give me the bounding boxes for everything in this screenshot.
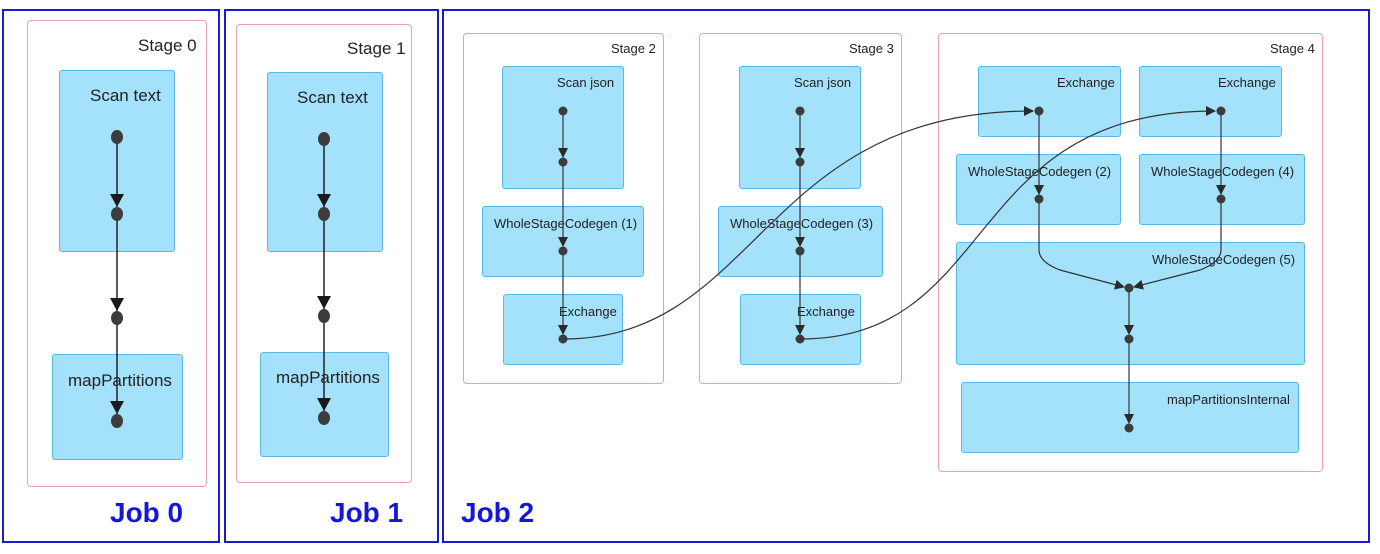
op-label: Exchange (797, 304, 855, 319)
op-label: Scan json (557, 75, 615, 90)
op-label: Exchange (1218, 75, 1276, 90)
stage-4-label: Stage 4 (1270, 41, 1315, 56)
op-label: WholeStageCodegen (4) (1151, 164, 1295, 179)
job-2-label: Job 2 (461, 497, 535, 528)
stage-1-label: Stage 1 (347, 39, 406, 58)
op-scan-json-2[interactable]: Scan json (502, 66, 624, 189)
job-2-box (442, 9, 1370, 543)
op-whole-stage-codegen-3[interactable]: WholeStageCodegen (3) (718, 206, 883, 277)
stage-3-label: Stage 3 (849, 41, 894, 56)
stage-0-box (27, 20, 207, 487)
op-whole-stage-codegen-4[interactable]: WholeStageCodegen (4) (1139, 154, 1305, 225)
op-scan-text-1[interactable]: Scan text (267, 72, 383, 252)
stage-1-box (236, 24, 412, 483)
op-exchange-4a[interactable]: Exchange (978, 66, 1121, 137)
op-label: Scan text (90, 86, 161, 105)
op-label: mapPartitions (276, 368, 380, 387)
stage-0-label: Stage 0 (138, 36, 197, 55)
op-label: Exchange (1057, 75, 1115, 90)
op-label: WholeStageCodegen (1) (494, 216, 638, 231)
stage-2-label: Stage 2 (611, 41, 656, 56)
job-1-box (224, 9, 439, 543)
op-label: Scan json (794, 75, 852, 90)
op-label: WholeStageCodegen (5) (1152, 252, 1296, 267)
op-exchange-3[interactable]: Exchange (740, 294, 861, 365)
job-0-label: Job 0 (110, 497, 184, 528)
op-scan-json-3[interactable]: Scan json (739, 66, 861, 189)
op-exchange-2[interactable]: Exchange (503, 294, 623, 365)
op-scan-text-0[interactable]: Scan text (59, 70, 175, 252)
op-label: WholeStageCodegen (3) (730, 216, 874, 231)
op-map-partitions-1[interactable]: mapPartitions (260, 352, 389, 457)
op-label: Exchange (559, 304, 617, 319)
op-map-partitions-internal[interactable]: mapPartitionsInternal (961, 382, 1299, 453)
op-label: mapPartitionsInternal (1167, 392, 1290, 407)
op-label: Scan text (297, 88, 368, 107)
op-label: WholeStageCodegen (2) (968, 164, 1112, 179)
op-whole-stage-codegen-1[interactable]: WholeStageCodegen (1) (482, 206, 644, 277)
op-whole-stage-codegen-5[interactable]: WholeStageCodegen (5) (956, 242, 1305, 365)
job-0-box (2, 9, 220, 543)
job-1-label: Job 1 (330, 497, 404, 528)
op-label: mapPartitions (68, 371, 172, 390)
op-exchange-4b[interactable]: Exchange (1139, 66, 1282, 137)
op-map-partitions-0[interactable]: mapPartitions (52, 354, 183, 460)
op-whole-stage-codegen-2[interactable]: WholeStageCodegen (2) (956, 154, 1121, 225)
